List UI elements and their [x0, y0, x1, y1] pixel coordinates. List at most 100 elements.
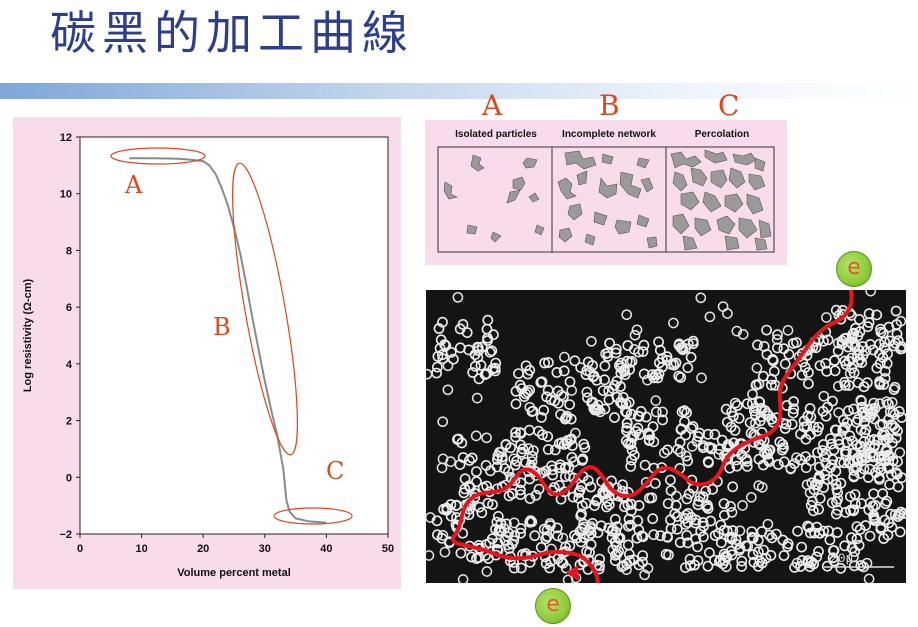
particle	[674, 436, 686, 448]
particle	[694, 491, 706, 502]
particle	[849, 498, 861, 510]
particle	[833, 407, 844, 418]
particle	[731, 460, 743, 472]
particle	[675, 424, 687, 435]
particle	[847, 435, 858, 447]
particle	[557, 391, 569, 403]
particle	[800, 433, 812, 445]
particle	[860, 520, 871, 531]
particle	[755, 405, 767, 416]
particle	[818, 439, 829, 450]
particle	[564, 399, 575, 410]
particle	[747, 388, 758, 400]
particle	[526, 456, 538, 467]
particle	[851, 533, 863, 545]
particle	[703, 547, 715, 559]
particle	[882, 348, 893, 360]
particle	[515, 489, 526, 500]
particle	[584, 547, 595, 558]
particle	[878, 427, 890, 439]
particle	[508, 453, 520, 465]
particle	[523, 443, 534, 454]
schematic-svg: Isolated particles Incomplete network Pe…	[437, 129, 775, 253]
particle	[690, 533, 702, 545]
particle	[861, 557, 873, 569]
particle	[881, 396, 892, 408]
particle	[626, 356, 638, 367]
particle	[777, 438, 789, 450]
particle	[622, 539, 634, 551]
particle	[621, 564, 632, 575]
particle	[875, 523, 887, 535]
particle	[812, 447, 823, 458]
particle	[527, 445, 539, 456]
particle	[733, 544, 745, 556]
particle	[621, 309, 633, 321]
particle	[671, 523, 683, 535]
particle	[609, 555, 621, 567]
particle	[591, 494, 603, 505]
particle	[625, 408, 637, 420]
particle	[768, 365, 780, 377]
particle	[828, 555, 840, 567]
particle	[481, 323, 493, 335]
particle	[588, 403, 600, 414]
particle	[631, 324, 643, 336]
particle	[524, 401, 536, 413]
particle	[799, 361, 811, 373]
particle	[612, 532, 624, 544]
particle	[626, 444, 638, 456]
particle	[609, 412, 620, 423]
particle	[585, 521, 597, 532]
particle	[685, 560, 696, 571]
percolation-particles	[670, 149, 772, 251]
particle	[662, 531, 673, 543]
particle	[615, 362, 627, 374]
particle	[570, 427, 581, 439]
particle	[475, 359, 487, 371]
particle	[692, 541, 703, 553]
particle	[864, 434, 876, 446]
particle	[757, 370, 769, 382]
particle	[702, 560, 714, 572]
particle	[827, 395, 838, 407]
particle	[725, 545, 737, 557]
particle	[440, 340, 452, 352]
particle	[763, 529, 775, 541]
particle	[646, 492, 658, 504]
particle	[720, 403, 732, 415]
particle	[484, 346, 496, 358]
particle	[845, 532, 857, 544]
particle	[761, 324, 772, 336]
particle	[877, 488, 889, 500]
particle	[813, 472, 825, 484]
particle	[617, 398, 629, 410]
particle	[892, 481, 904, 493]
particle	[778, 456, 790, 468]
particle	[617, 479, 628, 491]
region-b-ellipse	[232, 162, 298, 456]
particle	[441, 502, 453, 514]
particle	[509, 530, 520, 542]
particle	[463, 480, 475, 492]
y-tick-label: 6	[66, 302, 72, 314]
particle	[807, 505, 819, 517]
particle	[590, 495, 602, 507]
particle	[863, 573, 875, 583]
particle	[514, 484, 526, 496]
particle	[437, 353, 449, 365]
particle	[879, 336, 890, 348]
particle	[818, 482, 829, 493]
particle	[524, 384, 535, 396]
region-a-ellipse	[110, 147, 206, 165]
particle	[510, 398, 522, 410]
schematic-letter-c: C	[718, 89, 740, 122]
particle	[454, 459, 466, 470]
particle	[492, 510, 504, 522]
particle	[566, 440, 578, 451]
title-divider-bar	[0, 83, 918, 99]
particle	[824, 433, 836, 444]
particle	[858, 381, 870, 393]
particle	[802, 555, 814, 566]
